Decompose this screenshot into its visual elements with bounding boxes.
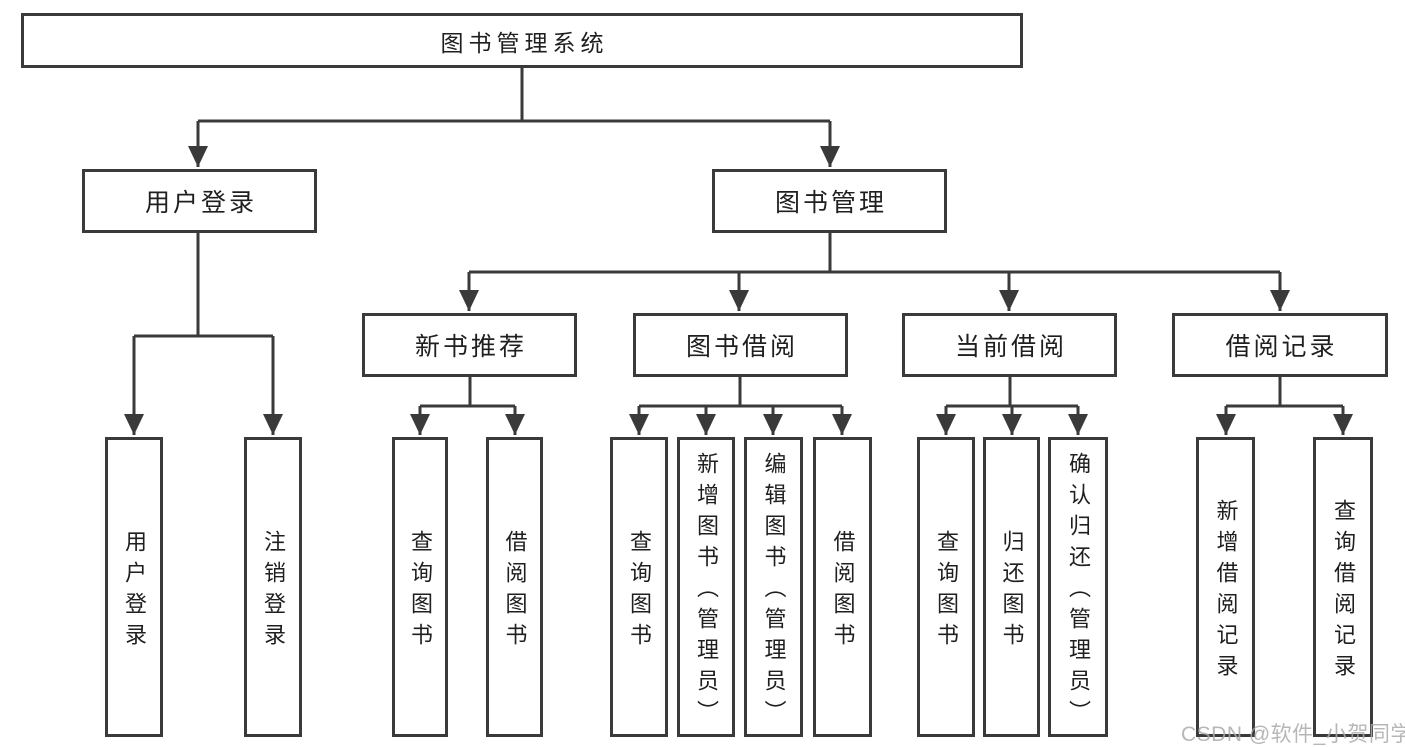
node-book-borrowing: 图书借阅 xyxy=(633,313,848,377)
leaf-query-books-1-label: 查询图书 xyxy=(408,529,433,654)
leaf-add-borrow-record: 新增借阅记录 xyxy=(1196,437,1255,737)
node-borrow-records-label: 借阅记录 xyxy=(1225,333,1338,361)
node-book-management-label: 图书管理 xyxy=(774,189,887,217)
leaf-add-book-admin-label: 新增图书（管理员） xyxy=(694,452,719,731)
leaf-query-books-2: 查询图书 xyxy=(610,437,668,737)
node-book-borrowing-label: 图书借阅 xyxy=(685,333,798,361)
node-new-book-recommend: 新书推荐 xyxy=(362,313,577,377)
leaf-borrow-books-2: 借阅图书 xyxy=(813,437,872,737)
leaf-query-books-2-label: 查询图书 xyxy=(627,529,652,654)
csdn-watermark: CSDN @软件_小贺同学 xyxy=(1181,723,1405,746)
node-user-login: 用户登录 xyxy=(82,169,317,233)
leaf-borrow-books-2-label: 借阅图书 xyxy=(830,529,856,654)
leaf-query-borrow-record-label: 查询借阅记录 xyxy=(1331,498,1356,685)
leaf-return-book: 归还图书 xyxy=(983,437,1040,737)
leaf-logout: 注销登录 xyxy=(244,437,302,737)
leaf-confirm-return-admin: 确认归还（管理员） xyxy=(1048,437,1108,737)
leaf-edit-book-admin: 编辑图书（管理员） xyxy=(744,437,803,737)
leaf-add-book-admin: 新增图书（管理员） xyxy=(677,437,735,737)
leaf-borrow-books-1: 借阅图书 xyxy=(486,437,543,737)
node-user-login-label: 用户登录 xyxy=(144,189,257,217)
leaf-edit-book-admin-label: 编辑图书（管理员） xyxy=(761,452,787,731)
node-root: 图书管理系统 xyxy=(21,13,1023,68)
leaf-query-books-1: 查询图书 xyxy=(392,437,448,737)
node-new-book-recommend-label: 新书推荐 xyxy=(414,333,527,361)
node-root-label: 图书管理系统 xyxy=(440,29,609,56)
leaf-return-book-label: 归还图书 xyxy=(999,529,1025,654)
leaf-user-login-label: 用户登录 xyxy=(122,529,147,654)
leaf-borrow-books-1-label: 借阅图书 xyxy=(502,529,528,654)
node-current-borrowing: 当前借阅 xyxy=(902,313,1117,377)
node-book-management: 图书管理 xyxy=(712,169,947,233)
leaf-confirm-return-admin-label: 确认归还（管理员） xyxy=(1066,452,1091,731)
leaf-query-borrow-record: 查询借阅记录 xyxy=(1313,437,1373,737)
node-borrow-records: 借阅记录 xyxy=(1172,313,1388,377)
leaf-query-books-3-label: 查询图书 xyxy=(934,529,959,654)
leaf-user-login: 用户登录 xyxy=(105,437,163,737)
node-current-borrowing-label: 当前借阅 xyxy=(954,333,1067,361)
leaf-query-books-3: 查询图书 xyxy=(917,437,975,737)
leaf-logout-label: 注销登录 xyxy=(261,529,286,654)
leaf-add-borrow-record-label: 新增借阅记录 xyxy=(1213,498,1239,685)
